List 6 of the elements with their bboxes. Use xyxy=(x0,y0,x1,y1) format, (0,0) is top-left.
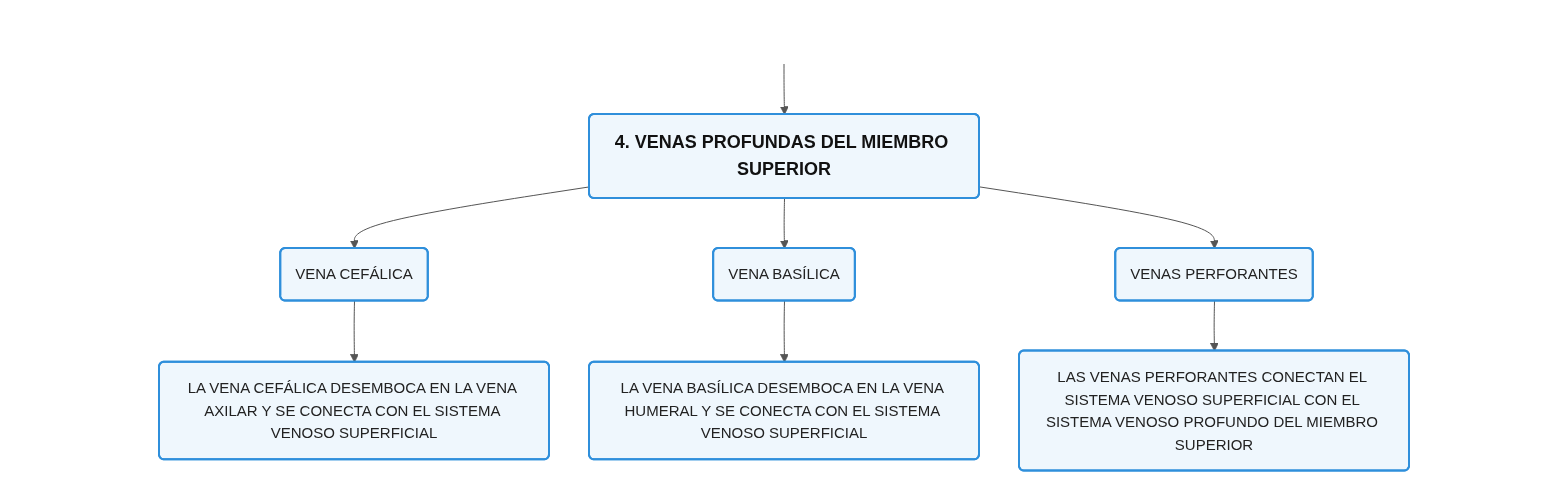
arrow xyxy=(1209,300,1219,352)
arrow xyxy=(349,300,359,363)
arrow xyxy=(779,197,789,249)
arrow xyxy=(779,300,789,363)
arrow xyxy=(978,186,1219,249)
arrow xyxy=(779,63,789,115)
